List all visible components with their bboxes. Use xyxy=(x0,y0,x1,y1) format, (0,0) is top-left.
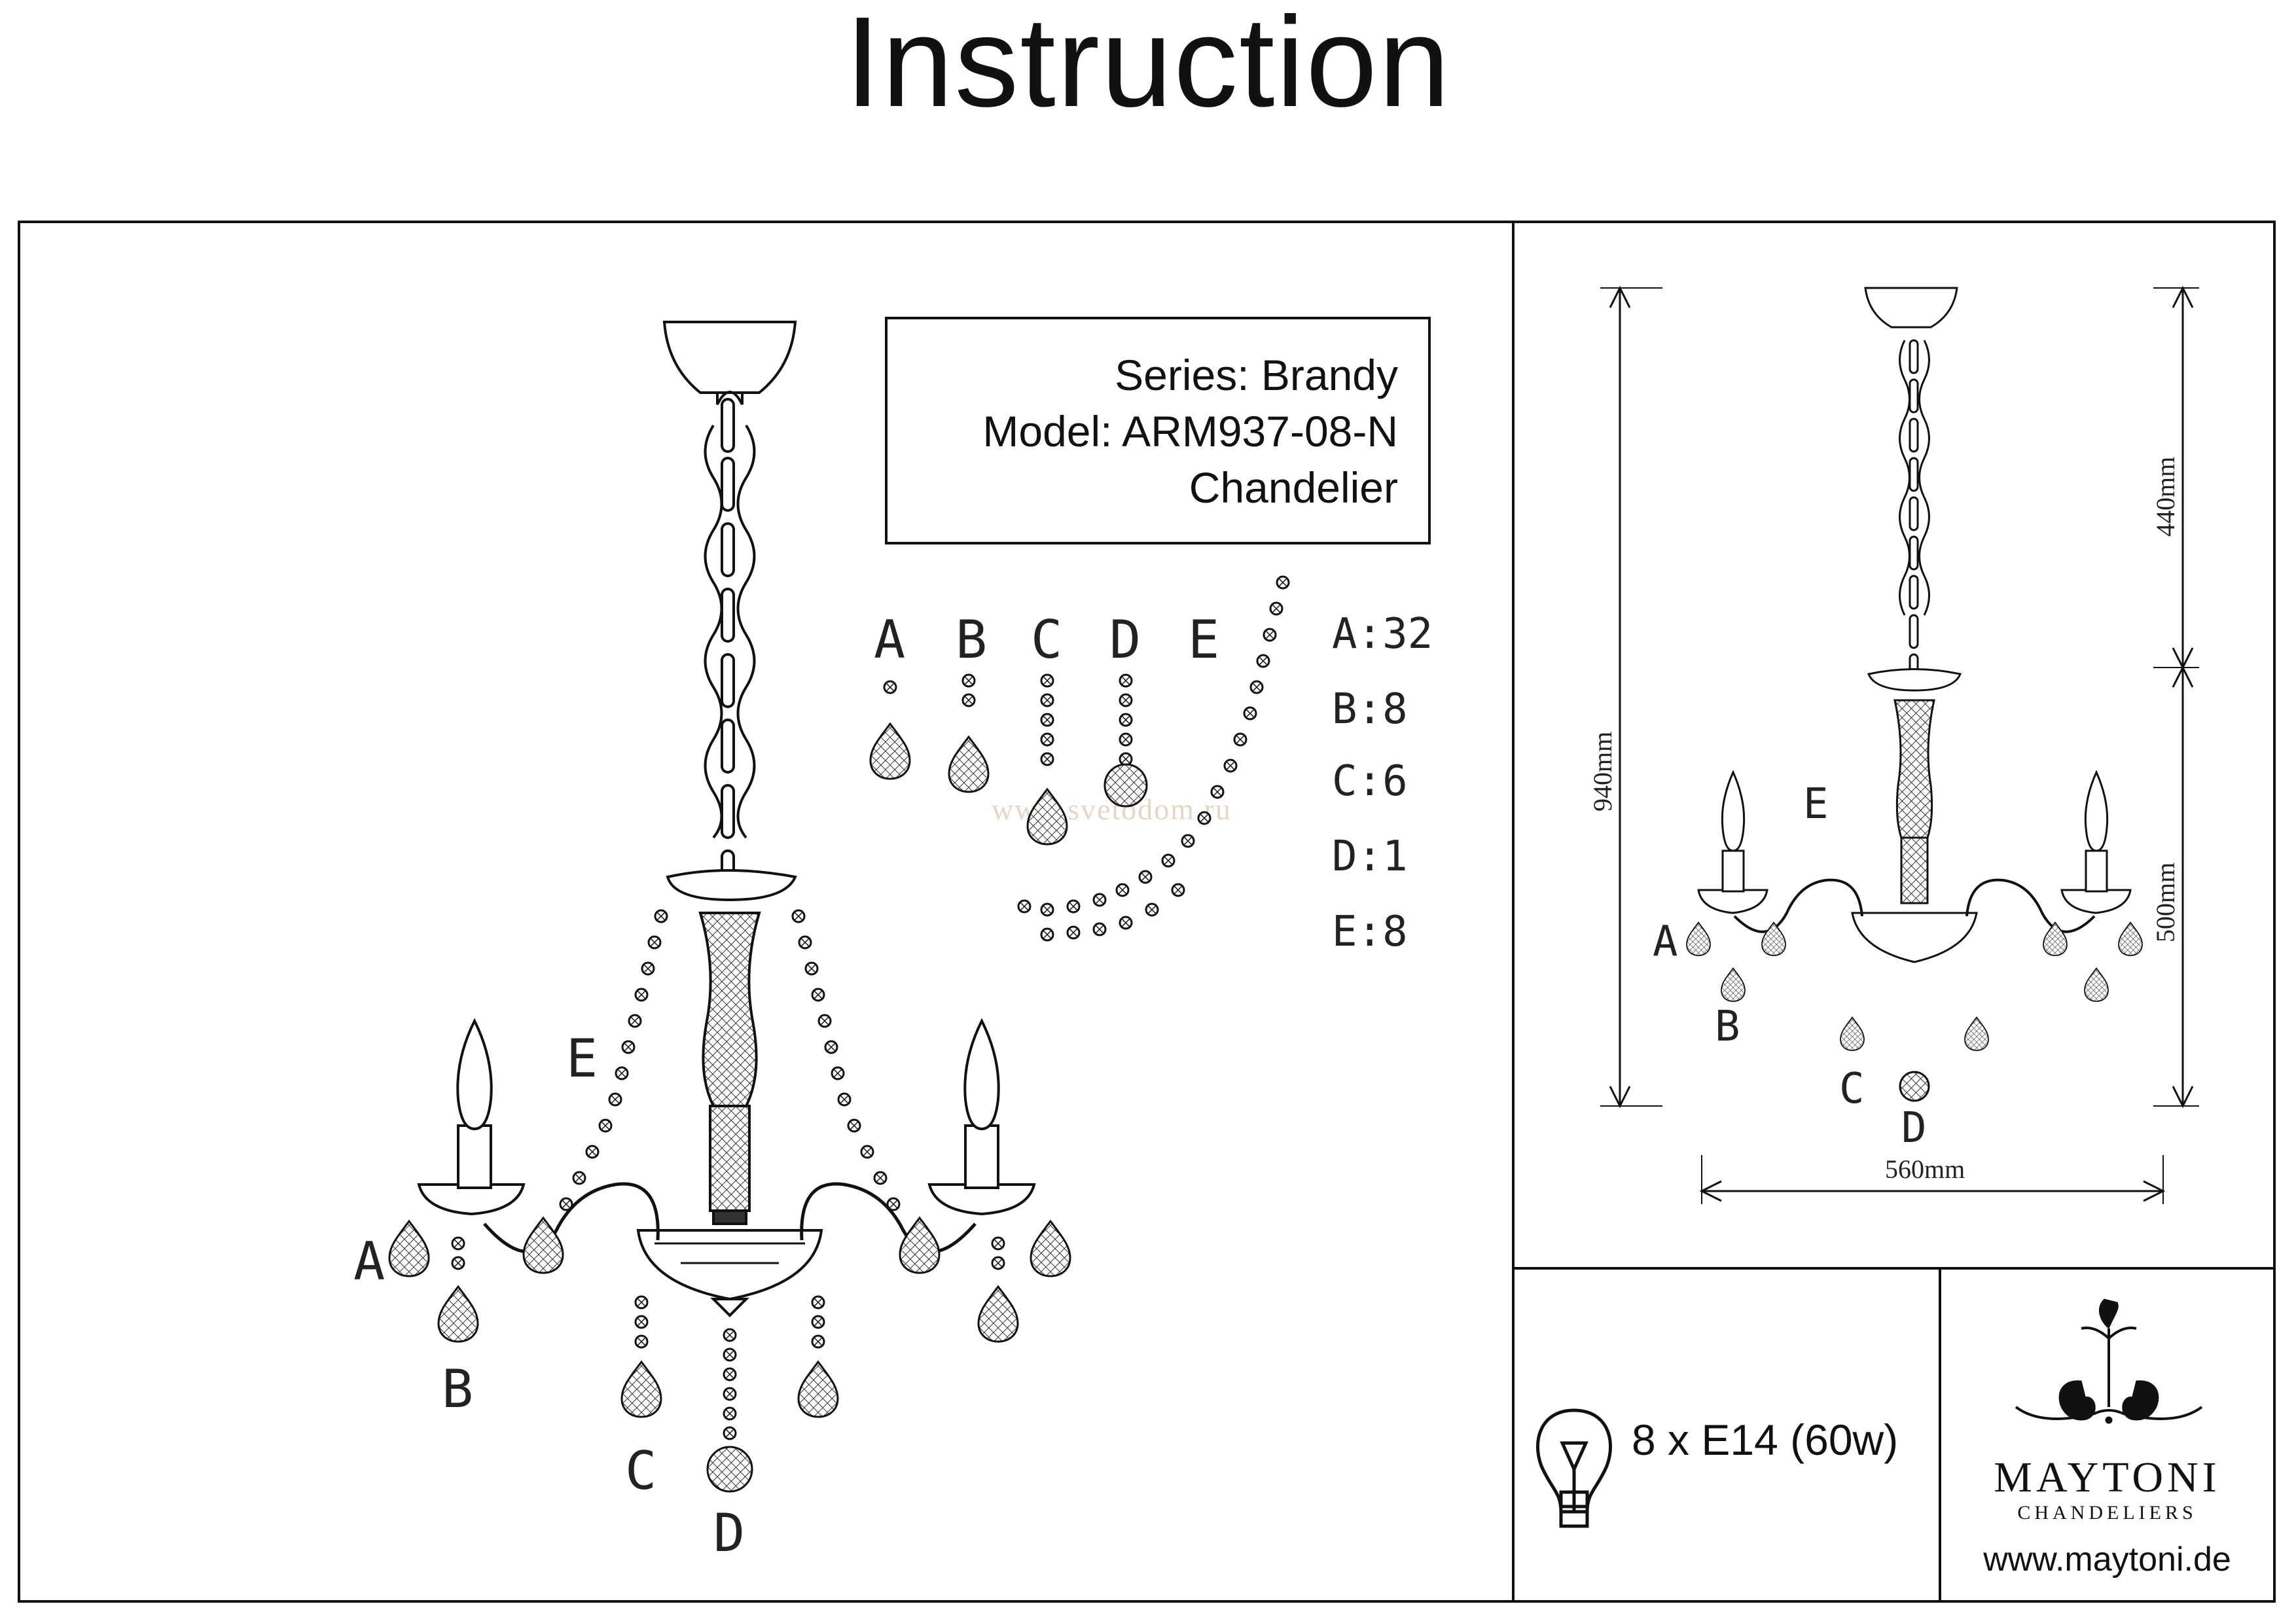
part-letter-e: E xyxy=(1188,609,1219,670)
page-title: Instruction xyxy=(844,0,1452,134)
small-label-d: D xyxy=(1901,1104,1927,1152)
bulb-icon xyxy=(1535,1408,1613,1528)
small-label-c: C xyxy=(1839,1065,1865,1113)
main-label-b: B xyxy=(442,1359,473,1419)
small-label-b: B xyxy=(1715,1003,1740,1051)
model-info-box: Series: Brandy Model: ARM937-08-N Chande… xyxy=(885,317,1431,544)
part-letter-b: B xyxy=(956,609,987,670)
qty-d: D:1 xyxy=(1332,832,1408,881)
brand-name: MAYTONI xyxy=(1994,1454,2221,1501)
part-letter-d: D xyxy=(1109,609,1141,670)
dimension-body-height: 500mm xyxy=(2151,863,2180,942)
qty-e: E:8 xyxy=(1332,908,1408,956)
dimension-chain-height: 440mm xyxy=(2151,457,2180,537)
part-d-crystal xyxy=(1103,673,1148,808)
dimension-drawing xyxy=(1600,285,2199,1204)
parts-legend: A B C D E A:32 B:8 xyxy=(869,575,1433,956)
type-label: Chandelier xyxy=(1189,463,1398,512)
small-label-a: A xyxy=(1653,918,1678,966)
qty-c: C:6 xyxy=(1332,757,1408,806)
divider-footer xyxy=(1939,1267,1941,1603)
qty-b: B:8 xyxy=(1332,685,1408,734)
part-letter-a: A xyxy=(874,609,905,670)
divider-horizontal xyxy=(1512,1267,2276,1270)
main-chandelier-drawing xyxy=(417,321,1036,1317)
part-letter-c: C xyxy=(1031,609,1062,670)
dimension-total-height: 940mm xyxy=(1588,732,1617,812)
main-label-c: C xyxy=(625,1440,656,1501)
part-a-crystal xyxy=(869,680,911,780)
part-b-crystal xyxy=(948,673,990,793)
instruction-frame xyxy=(18,221,2276,1603)
main-label-d: D xyxy=(713,1503,745,1563)
power-spec: 8 x E14 (60w) xyxy=(1632,1416,1899,1464)
series-label: Series: Brandy xyxy=(1115,351,1398,399)
main-label-a: A xyxy=(353,1231,385,1292)
small-label-e: E xyxy=(1803,780,1829,829)
main-label-e: E xyxy=(566,1028,598,1089)
part-c-crystal xyxy=(1026,673,1068,846)
dimension-width: 560mm xyxy=(1885,1154,1965,1184)
website-link[interactable]: www.maytoni.de xyxy=(1983,1541,2231,1578)
brand-subtitle: CHANDELIERS xyxy=(2017,1502,2197,1524)
main-crystal-drops xyxy=(388,1217,1071,1493)
dimension-drawing-crystals xyxy=(1686,921,2143,1102)
maytoni-ornament-icon xyxy=(2015,1298,2203,1424)
divider-vertical xyxy=(1512,221,1515,1603)
qty-a: A:32 xyxy=(1332,610,1433,658)
model-label: Model: ARM937-08-N xyxy=(982,407,1398,455)
